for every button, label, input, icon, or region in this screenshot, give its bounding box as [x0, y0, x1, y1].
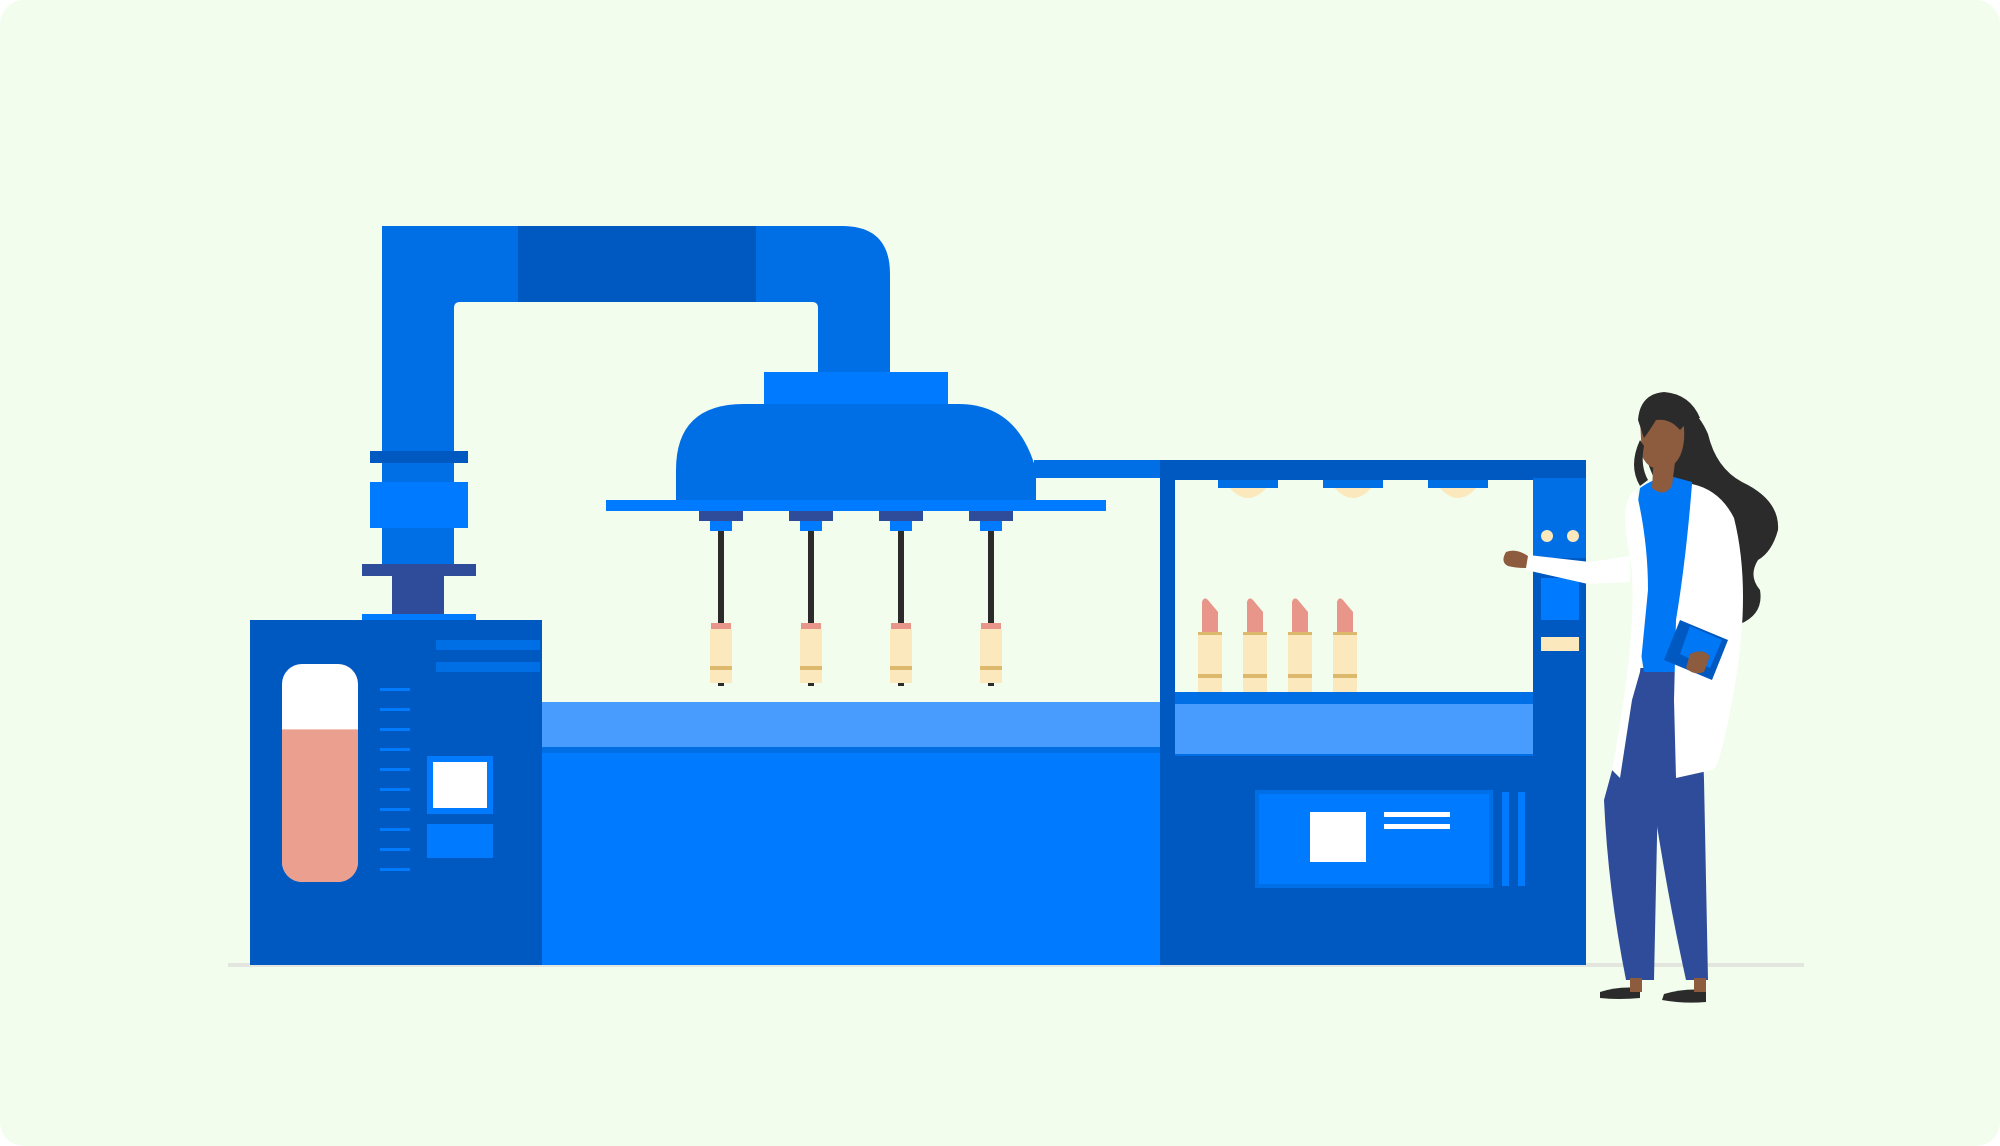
graduation-tick [380, 848, 410, 851]
graduation-tick [380, 688, 410, 691]
control-screen [1310, 812, 1366, 862]
conveyor-icon [542, 702, 1162, 965]
nozzle-icon [879, 511, 923, 686]
lipstick-group [1198, 598, 1357, 692]
lipstick-tube-icon [890, 623, 912, 686]
graduation-tick [380, 708, 410, 711]
pipe-joint [370, 482, 468, 528]
light-group [1218, 480, 1488, 498]
lipstick-icon [1243, 598, 1267, 692]
tank-fluid [282, 729, 358, 882]
nozzle-group [699, 511, 1013, 686]
pipe-joint [362, 614, 476, 620]
ceiling-light-icon [1218, 480, 1278, 498]
side-slot [1541, 637, 1579, 651]
pipe-arm-icon [362, 226, 890, 620]
nozzle-icon [969, 511, 1013, 686]
nozzle-icon [789, 511, 833, 686]
conveyor-belt [542, 702, 1162, 747]
inspection-station-icon [1160, 460, 1586, 965]
graduation-tick [380, 788, 410, 791]
ceiling-light-icon [1323, 480, 1383, 498]
lipstick-icon [1198, 598, 1222, 692]
station-belt [1175, 704, 1533, 754]
lipstick-tube-icon [800, 623, 822, 686]
pipe-joint [370, 451, 468, 463]
graduation-tick [380, 808, 410, 811]
graduation-tick [380, 728, 410, 731]
filling-head-icon [606, 372, 1106, 686]
lipstick-icon [1288, 598, 1312, 692]
nozzle-icon [699, 511, 743, 686]
tank-button [427, 824, 493, 858]
tank-graduations [380, 688, 410, 871]
lipstick-icon [1333, 598, 1357, 692]
pipe-joint [392, 576, 444, 614]
side-button [1541, 578, 1579, 620]
control-panel-icon [1255, 790, 1525, 888]
pipe-joint [362, 564, 476, 576]
filling-plate [606, 500, 1106, 511]
lipstick-tube-icon [710, 623, 732, 686]
indicator-light [1541, 530, 1553, 542]
lipstick-tube-icon [980, 623, 1002, 686]
mixing-tank-icon [250, 620, 542, 965]
graduation-tick [380, 748, 410, 751]
scientist-icon [1503, 392, 1779, 1003]
graduation-tick [380, 868, 410, 871]
graduation-tick [380, 768, 410, 771]
graduation-tick [380, 828, 410, 831]
ceiling-light-icon [1428, 480, 1488, 498]
indicator-light [1567, 530, 1579, 542]
